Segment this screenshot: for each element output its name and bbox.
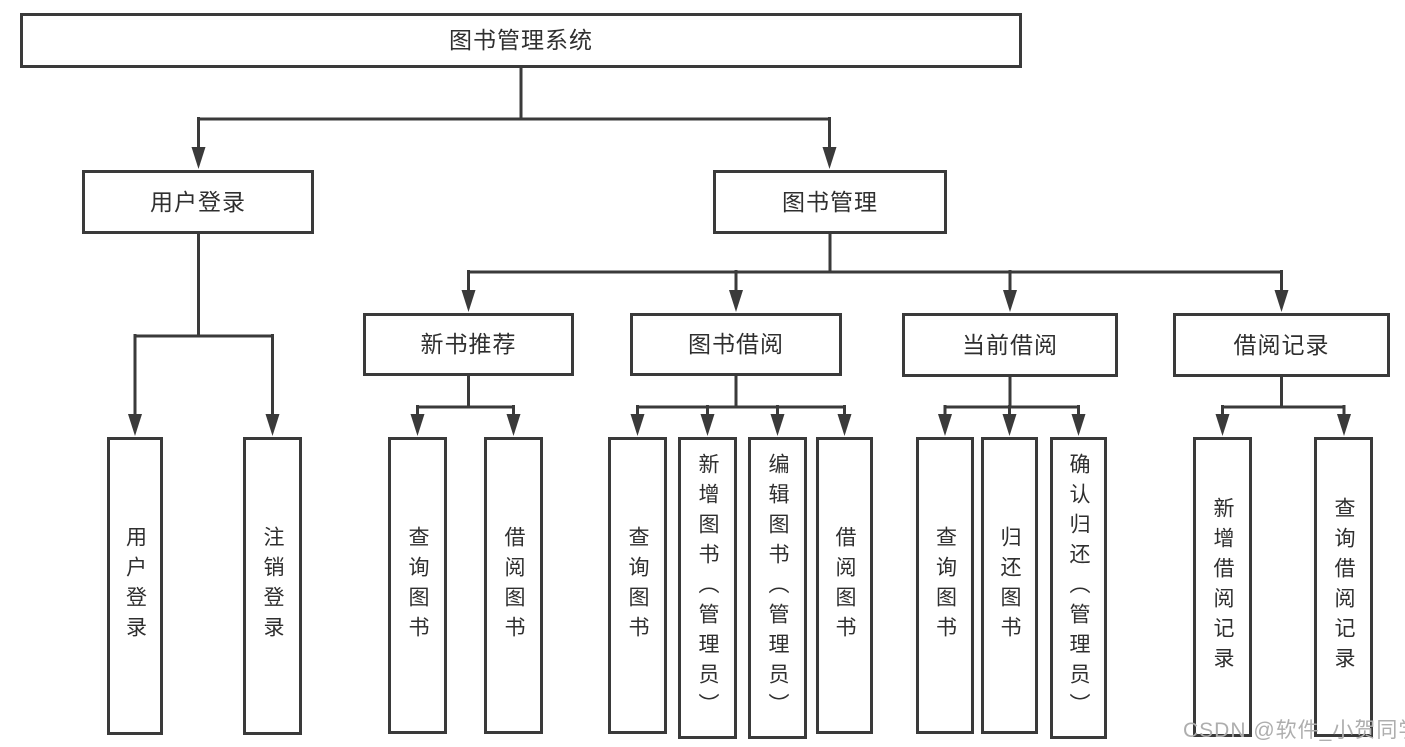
node-new-book-recommend: 新书推荐	[363, 313, 574, 376]
leaf-logout: 注销登录	[243, 437, 302, 735]
watermark: CSDN @软件_小贺同学	[1183, 719, 1405, 742]
node-book-management: 图书管理	[713, 170, 947, 234]
leaf-current-return-books: 归还图书	[981, 437, 1038, 734]
node-user-login: 用户登录	[82, 170, 314, 234]
leaf-borrow-edit-books-admin: 编辑图书（管理员）	[748, 437, 807, 739]
leaf-user-login: 用户登录	[107, 437, 163, 735]
node-borrow-records: 借阅记录	[1173, 313, 1390, 377]
leaf-current-confirm-return-admin: 确认归还（管理员）	[1050, 437, 1107, 739]
node-book-borrowing: 图书借阅	[630, 313, 842, 376]
leaf-current-query-books: 查询图书	[916, 437, 974, 734]
leaf-borrow-borrow-books: 借阅图书	[816, 437, 873, 734]
leaf-records-query-record: 查询借阅记录	[1314, 437, 1373, 737]
node-root-system: 图书管理系统	[20, 13, 1022, 68]
leaf-borrow-query-books: 查询图书	[608, 437, 667, 734]
leaf-newbooks-borrow-books: 借阅图书	[484, 437, 543, 734]
leaf-newbooks-query-books: 查询图书	[388, 437, 447, 734]
node-current-borrowing: 当前借阅	[902, 313, 1118, 377]
leaf-records-add-record: 新增借阅记录	[1193, 437, 1252, 737]
leaf-borrow-add-books-admin: 新增图书（管理员）	[678, 437, 737, 739]
